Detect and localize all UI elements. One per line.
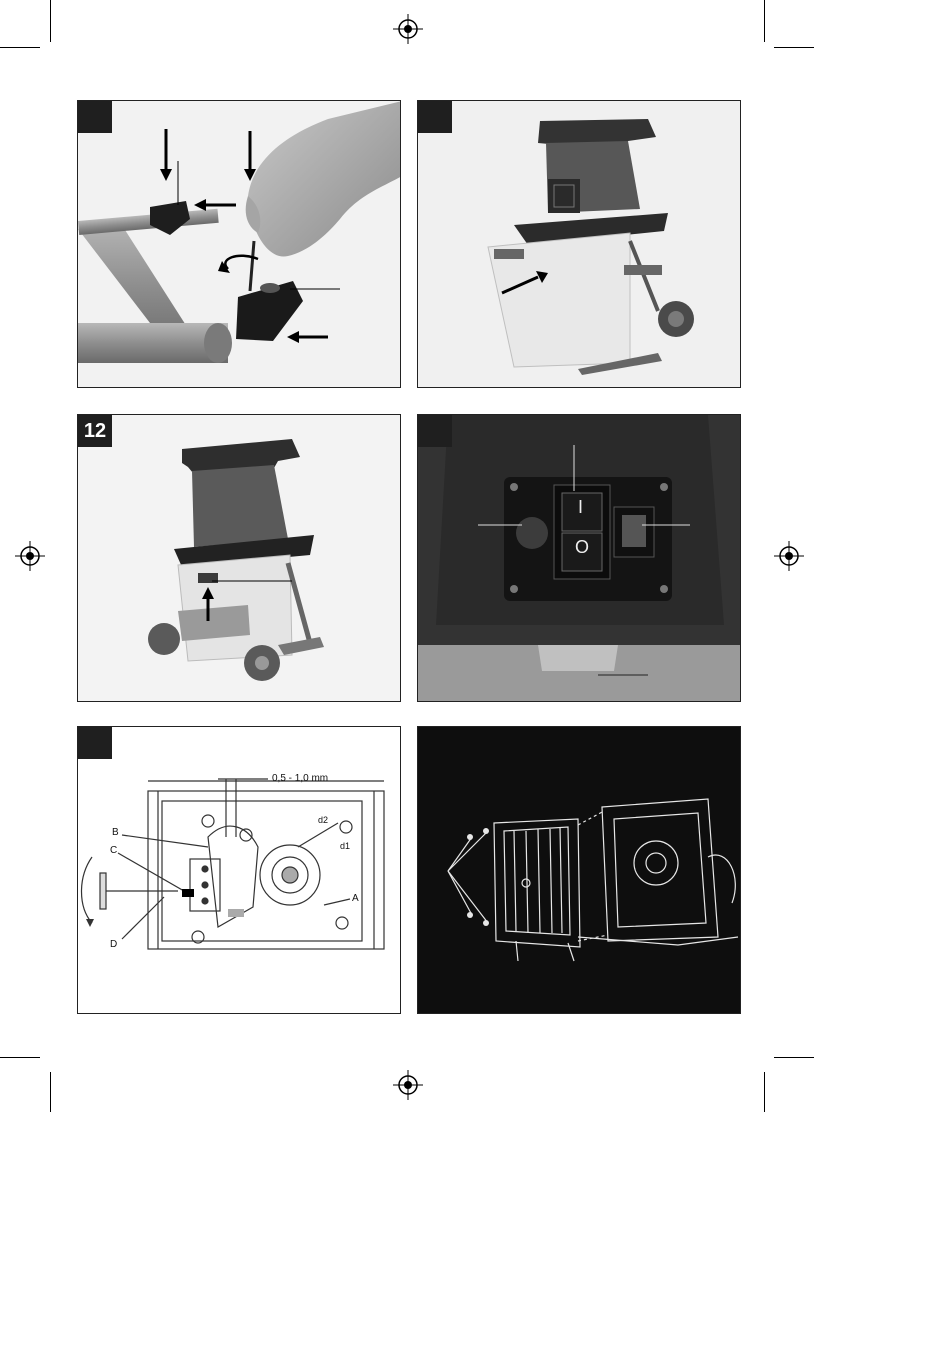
crop-mark-top-right-v [764, 0, 765, 42]
crop-mark-bottom-left-v [50, 1072, 51, 1112]
figure-leg-assembly [77, 100, 401, 388]
crop-mark-bottom-right-h [774, 1057, 814, 1058]
figure-switch-panel: I O [417, 414, 741, 702]
registration-mark-right [774, 541, 804, 571]
gap-dimension-label: 0,5 - 1,0 mm [272, 773, 328, 784]
crop-mark-bottom-left-h [0, 1057, 40, 1058]
label-d1: d1 [340, 841, 350, 851]
crop-mark-top-right-h [774, 47, 814, 48]
figure-number-badge [78, 101, 112, 133]
figure-number-badge [418, 415, 452, 447]
registration-mark-left [15, 541, 45, 571]
figure-collection-box [417, 100, 741, 388]
figure-12-side-handle: 12 [77, 414, 401, 702]
leg-assembly-illustration [78, 101, 401, 388]
label-d: D [110, 939, 117, 950]
label-c: C [110, 845, 117, 856]
label-b: B [112, 827, 119, 838]
crop-mark-bottom-right-v [764, 1072, 765, 1112]
switch-panel-illustration [418, 415, 741, 702]
crop-mark-top-left-v [50, 0, 51, 42]
figure-cover-removal [417, 726, 741, 1014]
cutter-adjustment-diagram [78, 727, 401, 1014]
crop-mark-top-left-h [0, 47, 40, 48]
cover-removal-illustration [418, 727, 741, 1014]
registration-mark-top [393, 14, 423, 44]
figure-cutter-adjustment: 0,5 - 1,0 mm B C D A d1 d2 [77, 726, 401, 1014]
collection-box-illustration [418, 101, 741, 388]
label-a: A [352, 893, 359, 904]
figure-number-badge [418, 101, 452, 133]
switch-off-symbol: O [575, 537, 589, 558]
fig12-illustration [78, 415, 401, 702]
switch-on-symbol: I [578, 497, 583, 518]
figure-number-badge [78, 727, 112, 759]
registration-mark-bottom [393, 1070, 423, 1100]
figure-number-badge: 12 [78, 415, 112, 447]
label-d2: d2 [318, 815, 328, 825]
